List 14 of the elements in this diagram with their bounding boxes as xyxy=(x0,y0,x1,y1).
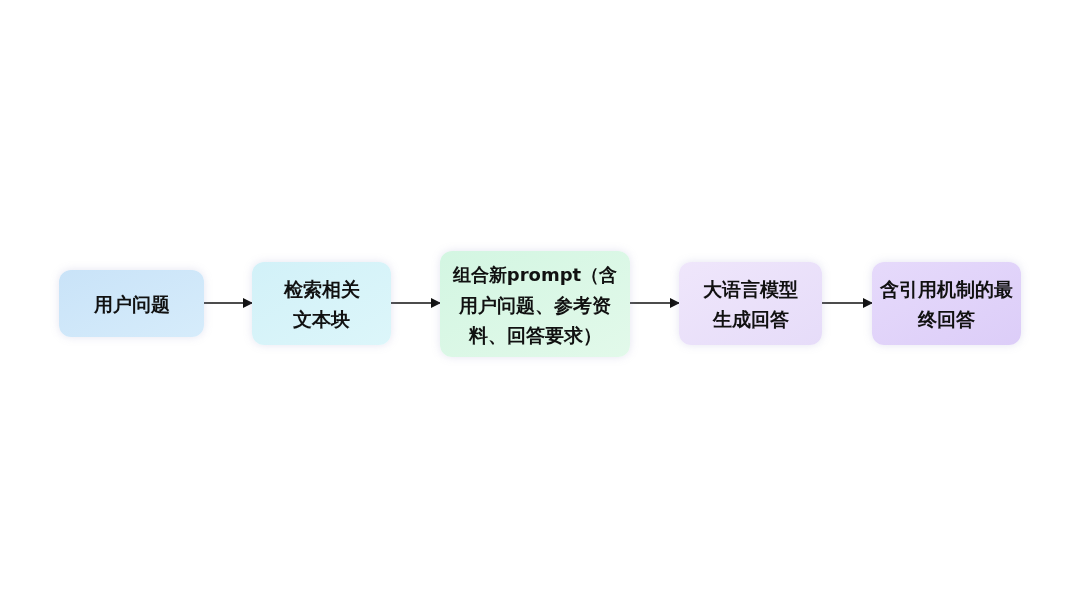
box-label: 检索相关文本块 xyxy=(282,276,361,332)
box-label: 组合新prompt（含用户问题、参考资料、回答要求） xyxy=(451,262,619,348)
process-box xyxy=(59,270,204,337)
box-label: 含引用机制的最终回答 xyxy=(879,276,1014,332)
arrow xyxy=(629,298,680,308)
box-label: 用户问题 xyxy=(92,291,171,317)
arrow xyxy=(390,298,441,308)
process-box xyxy=(872,262,1021,345)
process-box xyxy=(252,262,391,345)
arrow xyxy=(821,298,873,308)
process-box xyxy=(440,251,630,357)
process-box xyxy=(679,262,822,345)
arrow xyxy=(203,298,253,308)
box-label: 大语言模型生成回答 xyxy=(702,276,799,332)
